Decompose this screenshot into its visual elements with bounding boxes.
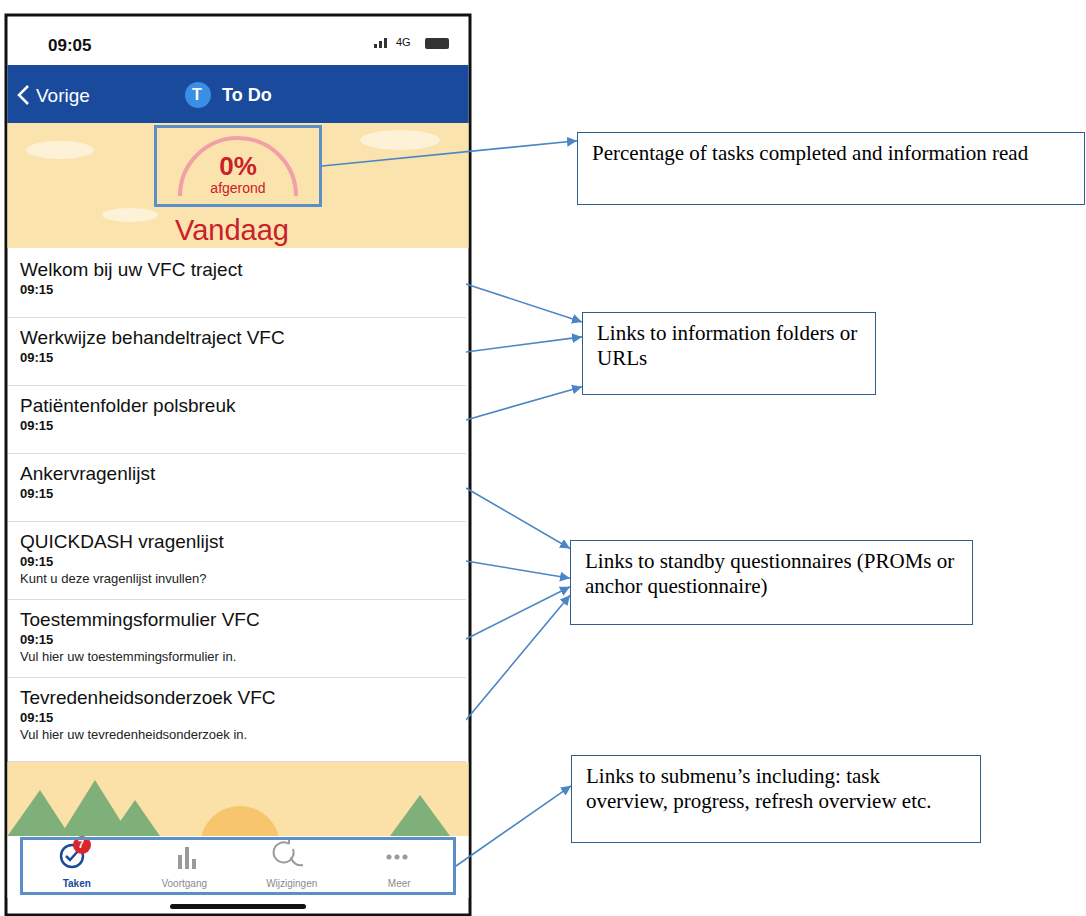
screen-label: Vandaag: [175, 214, 289, 247]
node-text: afgerond: [157, 180, 319, 196]
node-text: 09:15: [20, 709, 456, 726]
node-title: Percentage of tasks completed and inform…: [592, 141, 1070, 166]
cloud: [360, 130, 440, 150]
node-title: Welkom bij uw VFC traject: [20, 258, 456, 281]
task-row: Toestemmingsformulier VFC09:15Vul hier u…: [8, 600, 466, 678]
sky-band: [8, 123, 469, 248]
back-chevron: [19, 86, 28, 104]
node-text: 09:15: [20, 281, 456, 298]
node-title: Ankervragenlijst: [20, 462, 456, 485]
home-indicator: [170, 904, 306, 909]
header-bar: [8, 65, 469, 123]
task-row: Werkwijze behandeltraject VFC09:15: [8, 318, 466, 386]
node-text: Kunt u deze vragenlijst invullen?: [20, 570, 456, 587]
leader-arrow: [466, 337, 582, 352]
progress-gauge: 0%afgerond: [154, 125, 322, 207]
leader-arrow: [466, 595, 570, 720]
node-text: Vul hier uw tevredenheidsonderzoek in.: [20, 726, 456, 743]
node-title: Werkwijze behandeltraject VFC: [20, 326, 456, 349]
node-title: 0%: [157, 152, 319, 180]
tab-label: Wijzigingen: [238, 878, 346, 889]
node-title: Toestemmingsformulier VFC: [20, 608, 456, 631]
task-row: Ankervragenlijst09:15: [8, 454, 466, 522]
tab-bar-ground: [8, 836, 469, 898]
callout-box: Links to standby questionnaires (PROMs o…: [570, 540, 973, 625]
leader-arrow: [466, 561, 570, 578]
node-text: 09:15: [20, 553, 456, 570]
tab-label: Taken: [23, 878, 131, 889]
leader-arrow: [466, 387, 582, 420]
node-title: Links to standby questionnaires (PROMs o…: [585, 549, 958, 599]
task-row: Patiëntenfolder polsbreuk09:15: [8, 386, 466, 454]
task-row: Tevredenheidsonderzoek VFC09:15Vul hier …: [8, 678, 466, 762]
status-icons: [374, 38, 449, 49]
leader-arrow: [456, 786, 571, 866]
screen-label: T: [192, 86, 202, 104]
task-row: Welkom bij uw VFC traject09:15: [8, 250, 466, 318]
leader-arrow: [322, 141, 577, 166]
refresh-icon: [274, 839, 303, 865]
node-text: 09:15: [20, 631, 456, 648]
node-title: Tevredenheidsonderzoek VFC: [20, 686, 456, 709]
screen-label: 7: [78, 838, 84, 850]
avatar: [185, 82, 211, 108]
screen-label: To Do: [222, 85, 272, 106]
tab-label: Meer: [346, 878, 454, 889]
leader-arrow: [466, 488, 570, 549]
node-text: 09:15: [20, 349, 456, 366]
node-text: 09:15: [20, 485, 456, 502]
task-row: QUICKDASH vragenlijst09:15Kunt u deze vr…: [8, 522, 466, 600]
callout-box: Links to submenu’s including: task overv…: [571, 755, 981, 843]
tab-label: Voortgang: [131, 878, 239, 889]
screen-label: Vorige: [36, 85, 90, 107]
screen-label: 09:05: [48, 36, 91, 56]
node-text: 09:15: [20, 417, 456, 434]
cloud: [26, 141, 94, 159]
node-title: QUICKDASH vragenlijst: [20, 530, 456, 553]
node-text: Vul hier uw toestemmingsformulier in.: [20, 648, 456, 665]
screen-label: 4G: [396, 36, 411, 48]
node-title: Links to submenu’s including: task overv…: [586, 764, 966, 814]
tab-bar: TakenVoortgangWijzigingenMeer: [20, 837, 456, 895]
node-title: Links to information folders or URLs: [597, 321, 861, 371]
callout-box: Links to information folders or URLs: [582, 312, 876, 395]
cloud: [102, 208, 158, 222]
phone-frame: [6, 15, 470, 915]
node-title: Patiëntenfolder polsbreuk: [20, 394, 456, 417]
callout-box: Percentage of tasks completed and inform…: [577, 132, 1085, 205]
leader-arrow: [466, 284, 582, 322]
